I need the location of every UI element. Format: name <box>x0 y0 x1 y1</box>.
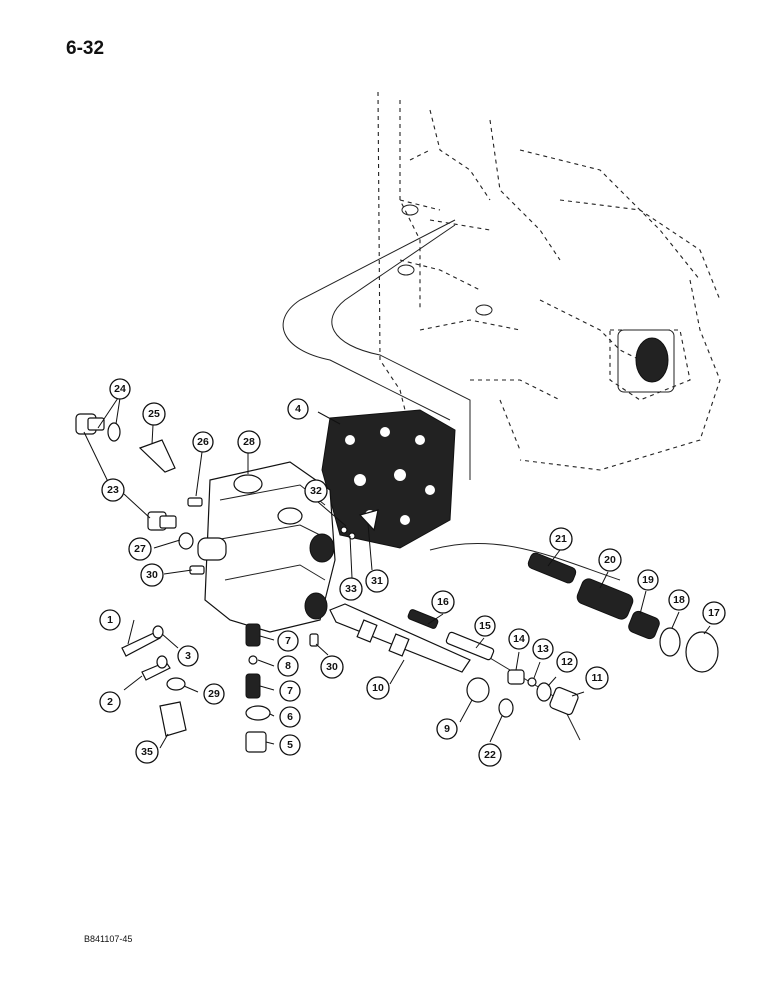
housing-details <box>397 204 675 393</box>
callout-14-label: 14 <box>513 633 525 645</box>
callout-5-label: 5 <box>287 739 293 751</box>
callout-28-label: 28 <box>243 436 255 448</box>
callout-21: 21 <box>549 527 573 551</box>
callout-27-label: 27 <box>134 543 146 555</box>
callout-35-label: 35 <box>141 746 153 758</box>
callout-30-label: 30 <box>146 569 158 581</box>
callout-6-label: 6 <box>287 711 293 723</box>
callouts: 1 2 3 4 5 6 7 7 8 9 10 11 12 13 14 15 16… <box>99 378 726 767</box>
callout-1-label: 1 <box>107 614 113 626</box>
callout-19: 19 <box>637 569 659 591</box>
callout-5: 5 <box>279 734 301 756</box>
leader-lines <box>83 397 711 749</box>
spool-valve <box>329 603 471 673</box>
callout-4: 4 <box>287 398 309 420</box>
callout-7b-label: 7 <box>287 685 293 697</box>
callout-13: 13 <box>532 638 554 660</box>
callout-30b: 30 <box>320 655 344 679</box>
callout-11: 11 <box>585 666 609 690</box>
callout-12: 12 <box>556 651 578 673</box>
callout-1: 1 <box>99 609 121 631</box>
transmission-housing-outline <box>377 91 721 471</box>
callout-25: 25 <box>142 402 166 426</box>
callout-31: 31 <box>365 569 389 593</box>
callout-19-label: 19 <box>642 574 654 586</box>
callout-28: 28 <box>237 430 261 454</box>
callout-16-label: 16 <box>437 596 449 608</box>
callout-23: 23 <box>101 478 125 502</box>
callout-7-label: 7 <box>285 635 291 647</box>
callout-14: 14 <box>508 628 530 650</box>
callout-33: 33 <box>339 577 363 601</box>
callout-24: 24 <box>109 378 131 400</box>
callout-9: 9 <box>436 718 458 740</box>
callout-23-label: 23 <box>107 484 119 496</box>
callout-33-label: 33 <box>345 583 357 595</box>
callout-24-label: 24 <box>114 383 126 395</box>
callout-8: 8 <box>277 655 299 677</box>
gasket-plate <box>321 409 456 549</box>
callout-2-label: 2 <box>107 696 113 708</box>
callout-18-label: 18 <box>673 594 685 606</box>
callout-26: 26 <box>192 431 214 453</box>
callout-32-label: 32 <box>310 485 322 497</box>
callout-7: 7 <box>277 630 299 652</box>
callout-11-label: 11 <box>591 672 602 684</box>
callout-17-label: 17 <box>708 607 720 619</box>
callout-12-label: 12 <box>561 656 573 668</box>
callout-29-label: 29 <box>208 688 220 700</box>
callout-20: 20 <box>598 548 622 572</box>
callout-8-label: 8 <box>285 660 291 672</box>
callout-27: 27 <box>128 537 152 561</box>
callout-30b-label: 30 <box>326 661 338 673</box>
callout-22-label: 22 <box>484 749 496 761</box>
callout-15: 15 <box>474 615 496 637</box>
callout-18: 18 <box>668 589 690 611</box>
callout-15-label: 15 <box>479 620 491 632</box>
callout-6: 6 <box>279 706 301 728</box>
page-number: 6-32 <box>66 38 105 59</box>
callout-31-label: 31 <box>371 575 383 587</box>
callout-35: 35 <box>135 740 159 764</box>
small-parts <box>75 413 719 753</box>
callout-3-label: 3 <box>185 650 191 662</box>
callout-3: 3 <box>177 645 199 667</box>
callout-10: 10 <box>366 676 390 700</box>
callout-32: 32 <box>304 479 328 503</box>
callout-2: 2 <box>99 691 121 713</box>
figure-code: B841107-45 <box>84 934 133 944</box>
callout-26-label: 26 <box>197 436 209 448</box>
callout-21-label: 21 <box>555 533 567 545</box>
callout-10-label: 10 <box>372 682 384 694</box>
callout-25-label: 25 <box>148 408 160 420</box>
callout-7b: 7 <box>279 680 301 702</box>
callout-29: 29 <box>203 683 225 705</box>
callout-13-label: 13 <box>537 643 549 655</box>
callout-9-label: 9 <box>444 723 450 735</box>
callout-30: 30 <box>140 563 164 587</box>
callout-17: 17 <box>702 601 726 625</box>
callout-4-label: 4 <box>295 403 301 415</box>
callout-22: 22 <box>478 743 502 767</box>
valve-body <box>197 461 336 633</box>
callout-20-label: 20 <box>604 554 616 566</box>
callout-16: 16 <box>431 590 455 614</box>
